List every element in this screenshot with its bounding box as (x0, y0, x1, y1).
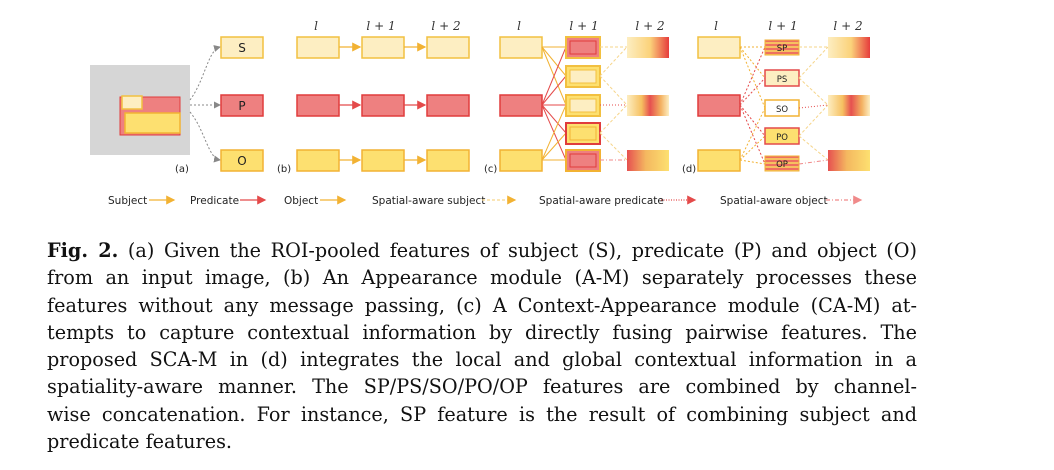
layer-label: l + 2 (833, 19, 862, 33)
caption-line: Fig. 2. (a) Given the ROI-pooled feature… (47, 237, 917, 264)
panel-a-label: (a) (175, 164, 189, 175)
panel-c-label: (c) (484, 164, 497, 175)
layer-label: l (517, 19, 521, 33)
caption-text: (a) Given the ROI-pooled features of sub… (118, 239, 917, 262)
caption-line: spatiality-aware manner. The SP/PS/SO/PO… (47, 375, 917, 399)
object-box-label: O (237, 154, 246, 168)
figure-caption: Fig. 2. (a) Given the ROI-pooled feature… (47, 237, 917, 455)
layer-label: l (714, 19, 718, 33)
legend-object-label: Object (284, 195, 318, 207)
object-box (220, 149, 264, 172)
layer-label: l + 1 (366, 19, 395, 33)
panel-c: l l + 1 l + 2 (484, 19, 669, 175)
panel-d-label: (d) (682, 164, 696, 175)
legend: Subject Predicate Object Spatial-aware s… (108, 195, 863, 207)
so-box-label: SO (776, 105, 788, 115)
po-box-label: PO (776, 133, 788, 143)
sp-box-label: SP (777, 44, 788, 54)
caption-label: Fig. 2. (47, 239, 119, 262)
legend-spatial-predicate-label: Spatial-aware predicate (539, 195, 664, 207)
legend-subject-label: Subject (108, 195, 147, 207)
ps-box-label: PS (777, 75, 788, 85)
legend-predicate-label: Predicate (190, 195, 239, 207)
caption-line: predicate features. (47, 430, 233, 454)
caption-line: proposed SCA-M in (d) integrates the loc… (47, 348, 917, 372)
predicate-box (220, 94, 264, 117)
caption-line: tempts to capture contextual information… (47, 320, 917, 344)
layer-label: l + 2 (431, 19, 460, 33)
legend-spatial-object-label: Spatial-aware object (720, 195, 828, 207)
panel-b: l l + 1 l + 2 (b) (277, 19, 470, 175)
caption-line: wise concatenation. For instance, SP fea… (47, 402, 917, 426)
panel-a: S P O (a) (90, 36, 264, 175)
caption-line: from an input image, (b) An Appearance m… (47, 266, 917, 290)
subject-box-label: S (238, 41, 246, 55)
panel-b-label: (b) (277, 164, 291, 175)
legend-spatial-subject-label: Spatial-aware subject (372, 195, 485, 207)
subject-box (220, 36, 264, 59)
layer-label: l + 1 (569, 19, 598, 33)
op-box-label: OP (776, 160, 788, 170)
layer-label: l + 1 (768, 19, 797, 33)
layer-label: l (314, 19, 318, 33)
layer-label: l + 2 (635, 19, 664, 33)
figure-2-diagram: S P O (a) l l + 1 l + 2 (b) l l + 1 l + … (0, 0, 1054, 225)
predicate-box-label: P (238, 99, 245, 113)
panel-d: l l + 1 l + 2 SP PS SO PO OP (682, 19, 870, 175)
caption-line: features without any message passing, (c… (47, 293, 917, 317)
